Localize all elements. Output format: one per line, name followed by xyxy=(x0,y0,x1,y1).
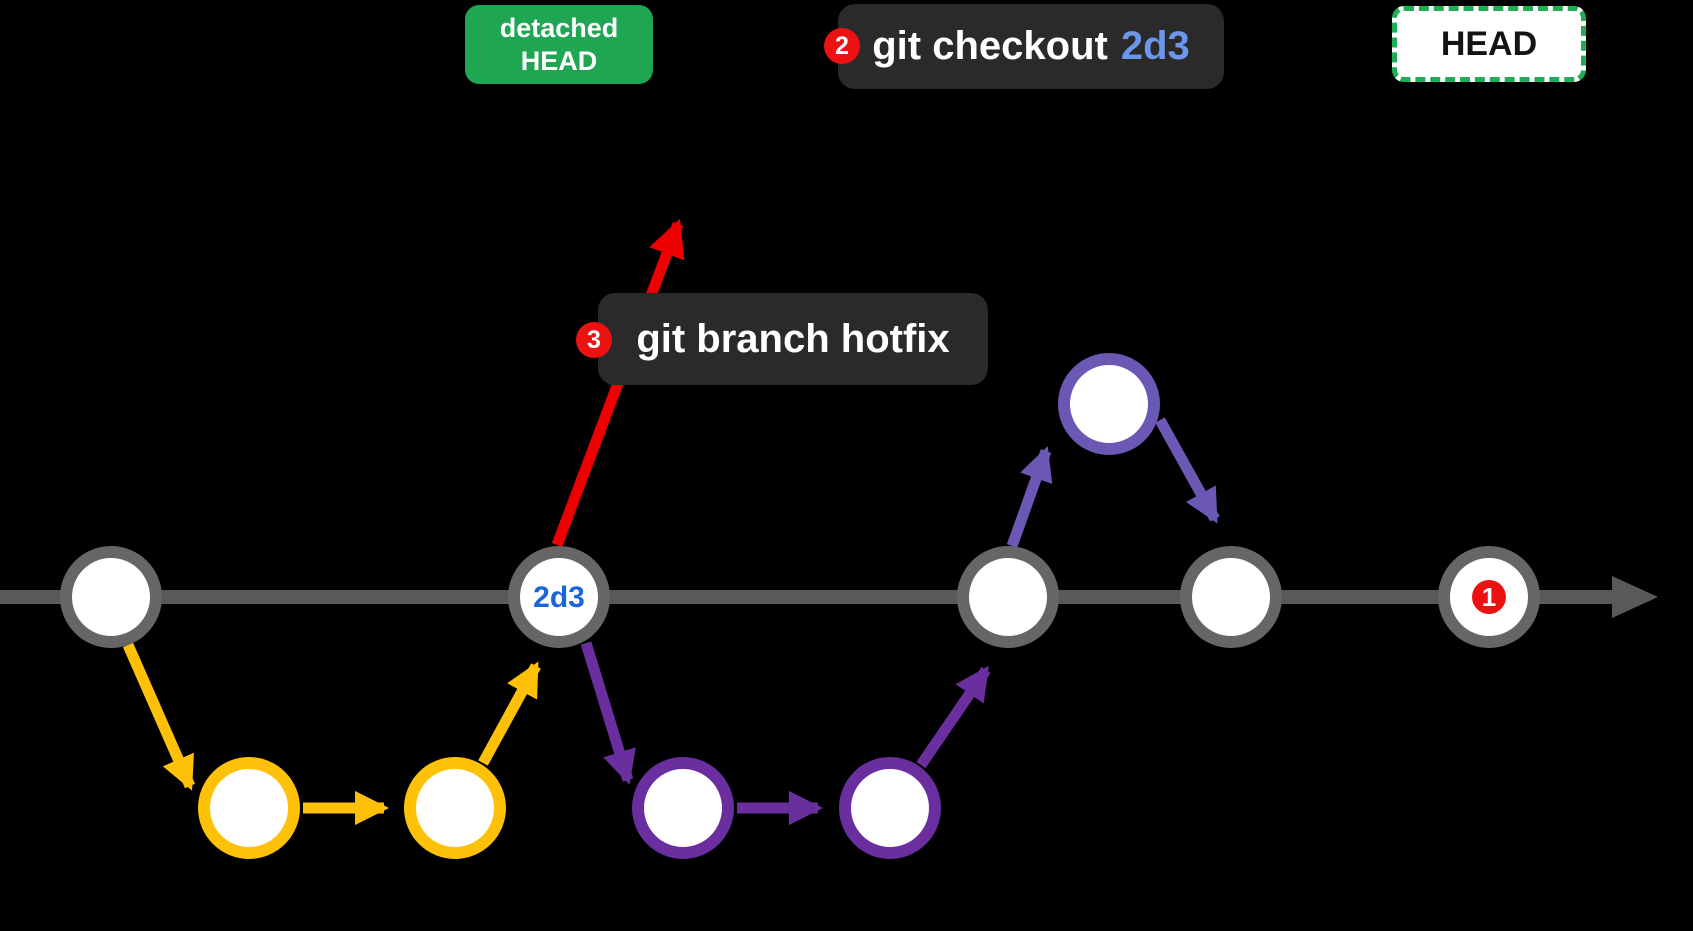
yellow-edge-down xyxy=(122,642,196,791)
step-2-badge: 2 xyxy=(824,28,860,64)
purple-edge-down xyxy=(580,641,636,785)
step-1-badge: 1 xyxy=(1472,580,1506,614)
commit-node-1 xyxy=(60,546,162,648)
detached-head-badge: detached HEAD xyxy=(465,5,653,84)
detached-head-line1: detached xyxy=(499,12,619,43)
bump-edge-up xyxy=(1006,446,1053,548)
head-label-box: HEAD xyxy=(1392,6,1586,82)
yellow-commit-node-2 xyxy=(404,757,506,859)
head-label-text: HEAD xyxy=(1440,24,1538,63)
purple-commit-node-1 xyxy=(632,757,734,859)
step-3-badge: 3 xyxy=(576,322,612,358)
main-branch-arrowhead-icon xyxy=(1612,576,1658,618)
commit-node-4 xyxy=(1180,546,1282,648)
git-checkout-command-box: 2 git checkout 2d3 xyxy=(824,4,1224,89)
branch-hotfix-command-text: git branch hotfix xyxy=(636,316,950,361)
detached-head-line2: HEAD xyxy=(520,45,598,76)
purple-edge-merge-up xyxy=(916,665,991,769)
commit-node-2d3 xyxy=(508,546,610,648)
yellow-edge-merge-up xyxy=(478,661,541,766)
git-branch-hotfix-command-box: 3 git branch hotfix xyxy=(576,293,988,385)
commit-2d3-label: 2d3 xyxy=(533,581,585,614)
bump-edge-down xyxy=(1155,417,1220,524)
purple-commit-node-2 xyxy=(839,757,941,859)
checkout-command-text: git checkout xyxy=(872,24,1108,68)
commit-node-3 xyxy=(957,546,1059,648)
bump-commit-node xyxy=(1058,353,1160,455)
yellow-commit-node-1 xyxy=(198,757,300,859)
checkout-command-arg: 2d3 xyxy=(1120,24,1190,68)
